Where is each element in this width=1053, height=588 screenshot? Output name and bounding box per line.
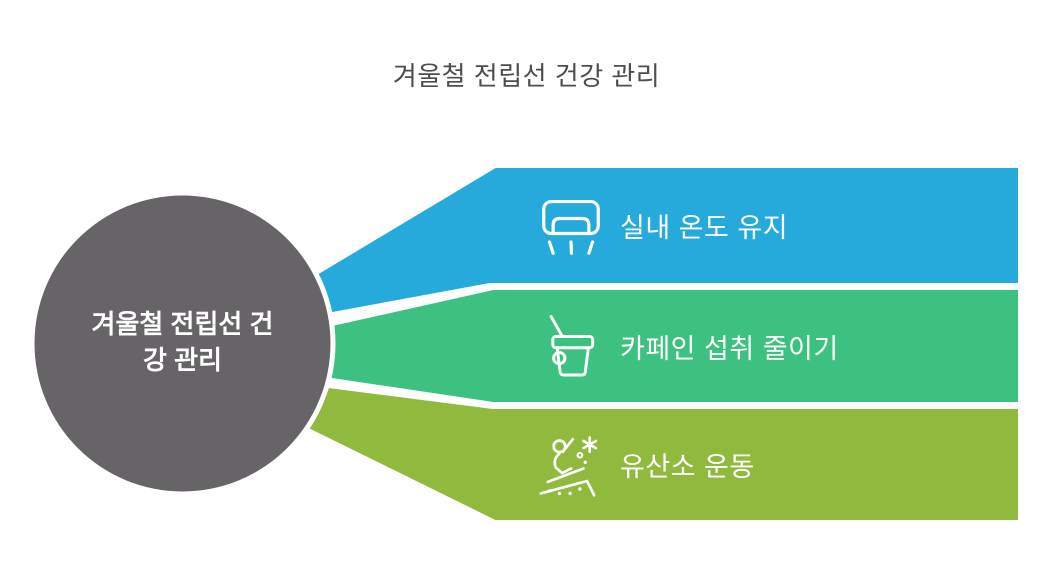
beverage-cup-icon — [539, 313, 603, 379]
snowboarder-exercise-icon — [539, 430, 603, 500]
hub-circle — [34, 195, 331, 492]
branch-row-indoor-temperature: 실내 온도 유지 — [493, 166, 1020, 285]
air-conditioner-icon — [539, 195, 603, 257]
page-title: 겨울철 전립선 건강 관리 — [392, 61, 661, 91]
branch-label-aerobic-exercise: 유산소 운동 — [620, 452, 755, 482]
branch-label-indoor-temperature: 실내 온도 유지 — [620, 213, 789, 243]
hub-label-line-2: 강 관리 — [143, 345, 222, 375]
branch-label-reduce-caffeine: 카페인 섭취 줄이기 — [620, 333, 839, 364]
hub-label: 겨울철 전립선 건 강 관리 — [52, 306, 313, 378]
hub-label-line-1: 겨울철 전립선 건 — [91, 309, 274, 339]
branch-row-aerobic-exercise: 유산소 운동 — [493, 407, 1020, 522]
branch-row-reduce-caffeine: 카페인 섭취 줄이기 — [493, 288, 1020, 404]
